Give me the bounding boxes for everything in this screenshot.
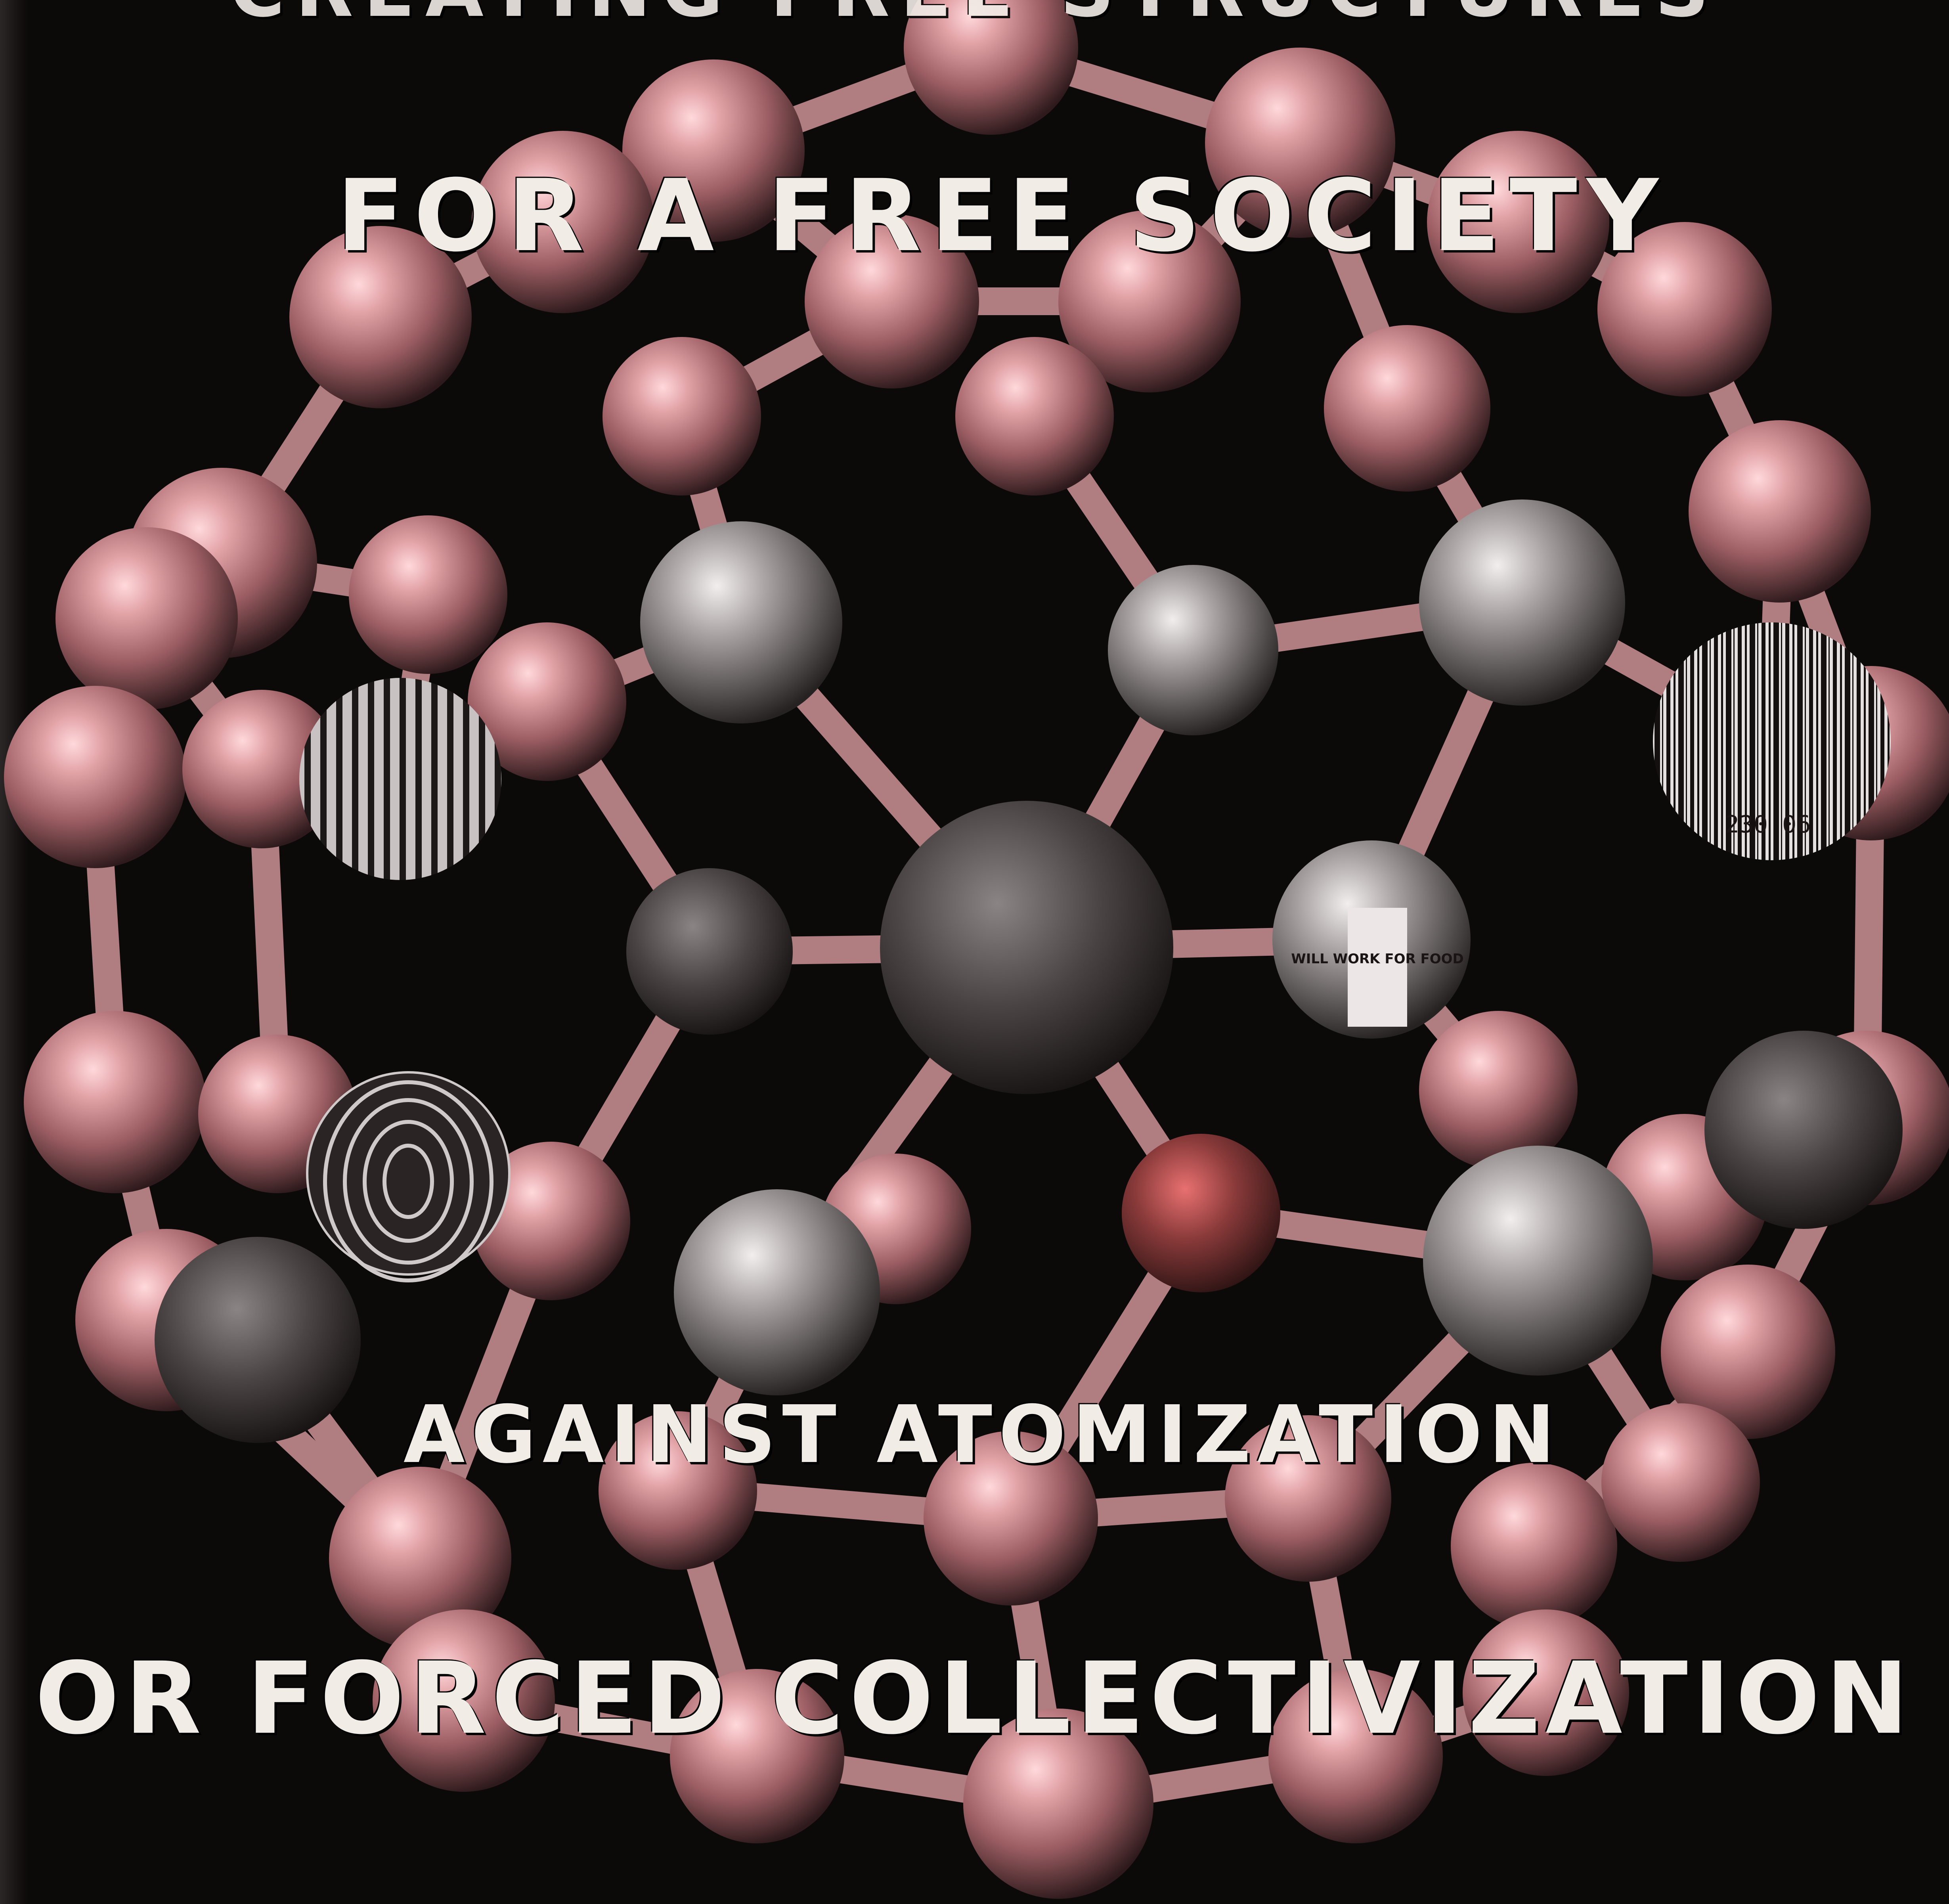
molecule-atom [289,226,472,408]
molecule-atom [622,59,805,242]
molecule-atom [472,131,654,313]
uncle-sam-photo [155,1237,361,1443]
headline-for-a-free-society: FOR A FREE SOCIETY [337,158,1668,274]
molecule-atom [472,1142,630,1300]
headline-against-atomization: AGAINST ATOMIZATION [403,1389,1562,1481]
molecule-atom [4,686,186,868]
protest-sign-text: WILL WORK FOR FOOD [1291,951,1464,967]
spine-edge [0,0,28,1904]
molecule-atom [1427,131,1609,313]
molecule-atom [805,214,979,388]
molecule-atom [904,0,1078,135]
headline-creating-free-structures: CREATING FREE STRUCTURES [0,0,1949,28]
prison-bars-icon [299,678,501,880]
molecule-atoms [4,0,1949,1899]
whispering-face-photo [626,868,793,1035]
molecule-atom [55,527,238,710]
molecule-atom [1601,1403,1760,1562]
molecule-atom [670,1669,844,1843]
molecule-atom [349,515,507,674]
molecule-atom [599,1411,757,1570]
molecule-atom [1205,48,1395,238]
molecule-atom [1661,1265,1835,1439]
molecule-atom [182,690,341,848]
molecule-atom [1463,1609,1629,1776]
protest-sign [1348,908,1407,1027]
molecule-atom [1268,1669,1443,1843]
molecule-atom [1225,1415,1391,1582]
molecule-atom [924,1431,1098,1605]
barcode-digits: 230 06 [1725,811,1811,838]
screaming-woman-photo [640,521,842,723]
fingerprint-ridges [323,1080,493,1282]
photo-atoms [155,499,1903,1443]
molecule-atom [24,1011,206,1193]
molecule-atom [955,337,1114,496]
man-face-photo [1423,1146,1653,1376]
molecule-atom [963,1709,1153,1899]
molecule-atom [329,1467,511,1649]
molecule-atom [468,622,626,781]
molecule-atom [1689,420,1871,603]
fingerprint-icon [306,1071,511,1276]
molecule-atom [602,337,761,496]
molecule-atom [1597,222,1772,396]
hands-bars-photo [674,1189,880,1395]
barcode-icon [1653,622,1891,860]
molecule-atom [1324,325,1490,492]
molecule-atom [1058,210,1241,392]
prisoners-crowd-photo [1704,1031,1903,1229]
chained-hands-photo [1419,499,1625,706]
pale-face-photo [1108,565,1278,735]
headline-or-forced-collectivization: OR FORCED COLLECTIVIZATION [35,1641,1914,1756]
molecule-atom [1451,1463,1617,1629]
crowd-photo [880,801,1173,1094]
molecule-atom [373,1609,555,1792]
red-hand-photo [1122,1134,1280,1292]
molecule-atom [1419,1011,1578,1169]
